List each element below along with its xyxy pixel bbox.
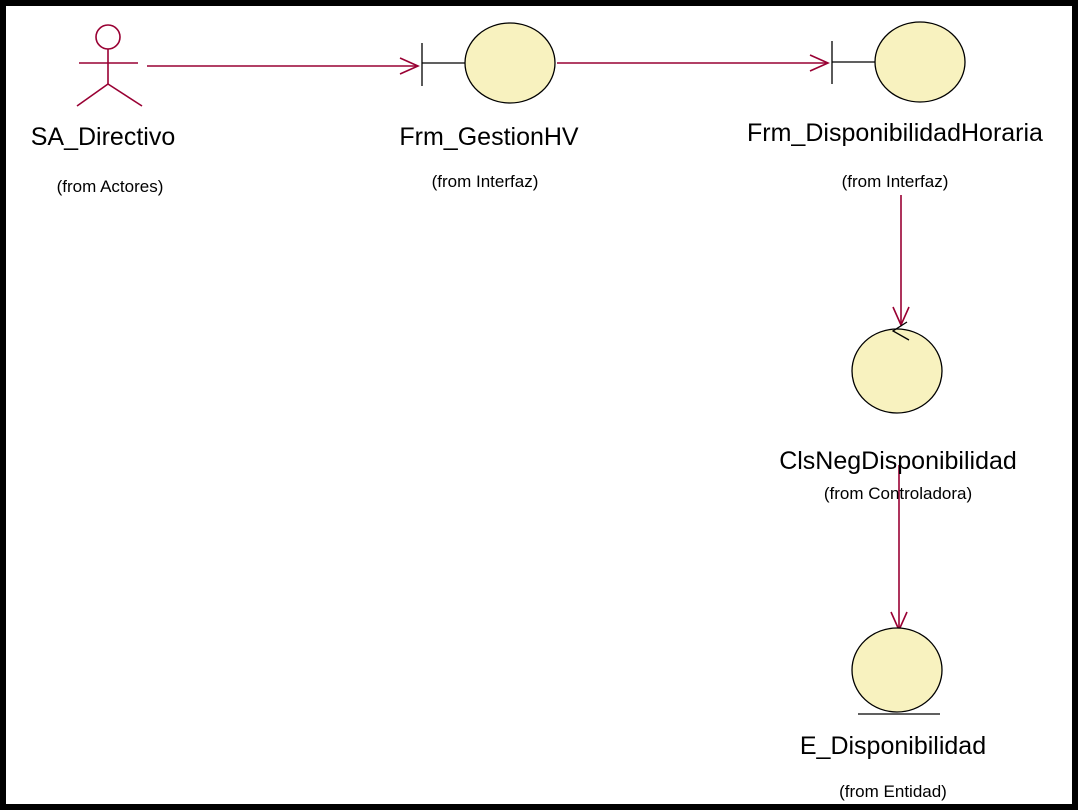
boundary-package: (from Interfaz) bbox=[842, 172, 949, 191]
control-clsnegdisponibilidad[interactable]: ClsNegDisponibilidad (from Controladora) bbox=[779, 321, 1017, 503]
boundary-package: (from Interfaz) bbox=[432, 172, 539, 191]
entity-name: E_Disponibilidad bbox=[800, 732, 986, 760]
actor-package: (from Actores) bbox=[57, 177, 164, 196]
link-disponibilidad-to-controladora bbox=[892, 195, 910, 327]
entity-package: (from Entidad) bbox=[839, 782, 947, 801]
boundary-frm-gestionhv[interactable]: Frm_GestionHV (from Interfaz) bbox=[399, 22, 579, 191]
control-package: (from Controladora) bbox=[824, 484, 972, 503]
boundary-icon bbox=[421, 22, 556, 104]
arrowhead-icon bbox=[809, 54, 830, 72]
boundary-icon bbox=[831, 21, 966, 103]
control-name: ClsNegDisponibilidad bbox=[779, 447, 1017, 475]
actor-sa-directivo[interactable]: SA_Directivo (from Actores) bbox=[31, 24, 176, 196]
actor-icon bbox=[76, 24, 143, 107]
actor-name: SA_Directivo bbox=[31, 123, 176, 151]
boundary-name: Frm_DisponibilidadHoraria bbox=[747, 119, 1043, 147]
entity-e-disponibilidad[interactable]: E_Disponibilidad (from Entidad) bbox=[800, 627, 986, 801]
boundary-name: Frm_GestionHV bbox=[399, 123, 579, 151]
arrowhead-icon bbox=[892, 306, 910, 327]
arrowhead-icon bbox=[399, 57, 420, 75]
control-icon bbox=[851, 321, 943, 414]
link-actor-to-gestion bbox=[147, 57, 420, 75]
link-gestion-to-disponibilidad bbox=[557, 54, 830, 72]
boundary-frm-disponibilidadhoraria[interactable]: Frm_DisponibilidadHoraria (from Interfaz… bbox=[747, 21, 1043, 191]
entity-icon bbox=[851, 627, 943, 715]
